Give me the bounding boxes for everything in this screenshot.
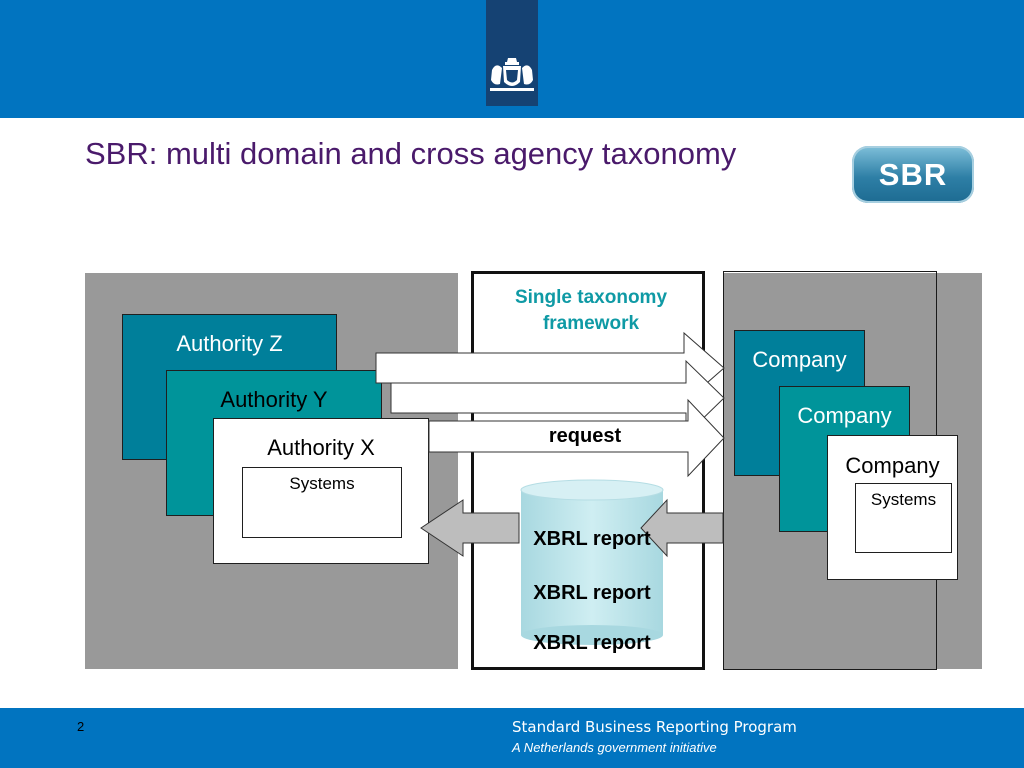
company-box-3: Company Systems bbox=[827, 435, 958, 580]
request-arrow-authority-y bbox=[390, 359, 725, 437]
sbr-logo: SBR bbox=[852, 146, 974, 203]
company-3-label: Company bbox=[845, 453, 940, 478]
authority-y-label: Authority Y bbox=[220, 387, 328, 412]
request-label: request bbox=[548, 425, 622, 447]
footer-program-name: Standard Business Reporting Program bbox=[512, 718, 797, 736]
authority-z-label: Authority Z bbox=[176, 331, 283, 356]
slide-title: SBR: multi domain and cross agency taxon… bbox=[85, 136, 737, 171]
framework-title: Single taxonomy framework bbox=[471, 285, 711, 337]
xbrl-report-label-2: XBRL report bbox=[533, 582, 651, 604]
authority-x-box: Authority X Systems bbox=[213, 418, 429, 564]
company-1-label: Company bbox=[752, 347, 847, 372]
request-arrow-authority-x bbox=[428, 398, 725, 478]
report-arrow-authority bbox=[420, 499, 520, 557]
authority-x-systems: Systems bbox=[242, 467, 402, 538]
footer-initiative: A Netherlands government initiative bbox=[512, 740, 717, 755]
framework-title-line2: framework bbox=[542, 313, 640, 334]
coat-of-arms-emblem bbox=[486, 0, 538, 106]
authority-x-label: Authority X bbox=[267, 435, 375, 460]
page-number: 2 bbox=[77, 719, 85, 734]
company-2-label: Company bbox=[797, 403, 892, 428]
framework-title-line1: Single taxonomy bbox=[514, 287, 668, 308]
coat-of-arms-icon bbox=[490, 58, 534, 91]
xbrl-report-label-3: XBRL report bbox=[533, 632, 651, 654]
company-3-systems: Systems bbox=[855, 483, 952, 553]
xbrl-report-label-1: XBRL report bbox=[533, 528, 651, 550]
report-arrow-company bbox=[640, 498, 724, 558]
xbrl-database-cylinder bbox=[520, 479, 664, 645]
footer-bar bbox=[0, 708, 1024, 768]
